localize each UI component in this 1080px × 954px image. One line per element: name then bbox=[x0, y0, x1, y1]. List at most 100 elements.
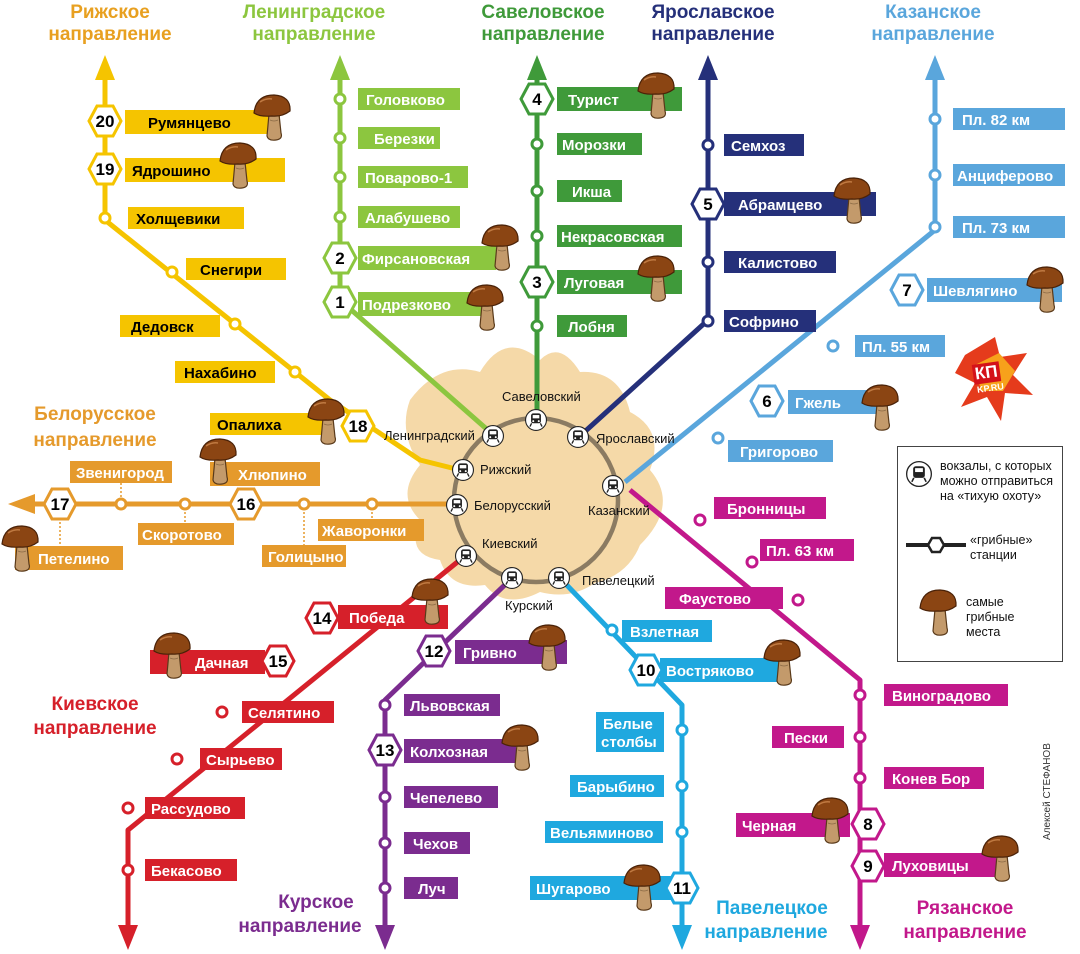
station-zvenigorod[interactable]: Звенигород bbox=[76, 465, 164, 482]
terminal-kursky-icon[interactable] bbox=[501, 567, 523, 589]
station-bekasovo[interactable]: Бекасово bbox=[151, 863, 222, 880]
station-velyaminovo[interactable]: Вельяминово bbox=[550, 825, 653, 842]
hex-9[interactable] bbox=[850, 849, 886, 883]
station-antsiferovo[interactable]: Анциферово bbox=[957, 168, 1053, 185]
station-stolby[interactable]: столбы bbox=[601, 734, 657, 751]
stations-paveletskoe: Взлетная Востряково Белые столбы Барыбин… bbox=[530, 620, 784, 900]
station-pl-73[interactable]: Пл. 73 км bbox=[962, 220, 1030, 237]
station-syrevo[interactable]: Сырьево bbox=[206, 752, 275, 769]
hex-13[interactable] bbox=[367, 733, 403, 767]
terminal-kazansky-icon[interactable] bbox=[602, 475, 624, 497]
hex-7[interactable] bbox=[889, 273, 925, 307]
station-golitsyno[interactable]: Голицыно bbox=[268, 549, 344, 566]
terminal-paveletsky-icon[interactable] bbox=[548, 567, 570, 589]
station-iksha[interactable]: Икша bbox=[572, 184, 612, 201]
hex-2[interactable] bbox=[322, 241, 358, 275]
station-barybino[interactable]: Барыбино bbox=[577, 779, 655, 796]
arrow-paveletskoe-icon bbox=[672, 925, 692, 950]
station-povarovo[interactable]: Поварово-1 bbox=[365, 170, 452, 187]
station-konev-bor[interactable]: Конев Бор bbox=[892, 771, 970, 788]
terminal-kievsky-icon[interactable] bbox=[455, 545, 477, 567]
station-vostryakovo[interactable]: Востряково bbox=[666, 663, 754, 680]
station-vzletnaya[interactable]: Взлетная bbox=[630, 624, 699, 641]
station-grivno[interactable]: Гривно bbox=[463, 645, 517, 662]
number-20: 20 bbox=[96, 112, 115, 131]
hex-18[interactable] bbox=[340, 409, 376, 443]
station-chekhov[interactable]: Чехов bbox=[413, 836, 458, 853]
station-zhavoronki[interactable]: Жаворонки bbox=[321, 523, 406, 540]
station-rumyantsevo[interactable]: Румянцево bbox=[148, 115, 231, 132]
station-pl-82[interactable]: Пл. 82 км bbox=[962, 112, 1030, 129]
station-shevlyagino[interactable]: Шевлягино bbox=[933, 283, 1017, 300]
station-petelino[interactable]: Петелино bbox=[38, 551, 110, 568]
hex-14[interactable] bbox=[304, 601, 340, 635]
station-peski[interactable]: Пески bbox=[784, 730, 828, 747]
station-faustovo[interactable]: Фаустово bbox=[679, 591, 751, 608]
station-grigorovo[interactable]: Григорово bbox=[740, 444, 818, 461]
hex-11[interactable] bbox=[664, 871, 700, 905]
hex-12[interactable] bbox=[416, 634, 452, 668]
hex-17[interactable] bbox=[42, 487, 78, 521]
hex-20[interactable] bbox=[87, 104, 123, 138]
station-khlyupino[interactable]: Хлюпино bbox=[238, 467, 307, 484]
terminal-leningradsky-icon[interactable] bbox=[482, 425, 504, 447]
arrow-yaroslavskoe-icon bbox=[698, 55, 718, 80]
station-lobnya[interactable]: Лобня bbox=[568, 319, 615, 336]
hex-19[interactable] bbox=[87, 152, 123, 186]
station-semkhoz[interactable]: Семхоз bbox=[731, 138, 785, 155]
station-nakhabino[interactable]: Нахабино bbox=[184, 365, 257, 382]
station-nekrasovskaya[interactable]: Некрасовская bbox=[561, 229, 664, 246]
station-luch[interactable]: Луч bbox=[418, 881, 446, 898]
station-turist[interactable]: Турист bbox=[568, 92, 619, 109]
station-gzhel[interactable]: Гжель bbox=[795, 395, 841, 412]
station-kholshcheviki[interactable]: Холщевики bbox=[136, 211, 220, 228]
hex-10[interactable] bbox=[628, 653, 664, 687]
station-pl-63[interactable]: Пл. 63 км bbox=[766, 543, 834, 560]
hex-4[interactable] bbox=[519, 82, 555, 116]
station-lvovskaya[interactable]: Львовская bbox=[410, 698, 490, 715]
station-bronnitsy[interactable]: Бронницы bbox=[727, 501, 805, 518]
station-belye[interactable]: Белые bbox=[603, 716, 653, 733]
stations-kievskoe: Победа Дачная Селятино Сырьево Рассудово… bbox=[121, 605, 448, 881]
station-sofrino[interactable]: Софрино bbox=[729, 314, 799, 331]
station-kolkhoznaya[interactable]: Колхозная bbox=[410, 744, 488, 761]
station-dachnaya[interactable]: Дачная bbox=[195, 655, 249, 672]
arrow-kievskoe-icon bbox=[118, 925, 138, 950]
hex-5[interactable] bbox=[690, 187, 726, 221]
arrow-kazanskoe-icon bbox=[925, 55, 945, 80]
title-kievskoe-2: направление bbox=[33, 718, 156, 739]
station-firsanovskaya[interactable]: Фирсановская bbox=[362, 251, 470, 268]
terminal-rizhsky-icon[interactable] bbox=[452, 459, 474, 481]
hex-8[interactable] bbox=[850, 807, 886, 841]
station-abramtsevo[interactable]: Абрамцево bbox=[738, 197, 822, 214]
hex-16[interactable] bbox=[228, 487, 264, 521]
terminal-belorussky-icon[interactable] bbox=[446, 494, 468, 516]
station-lukhovitsy[interactable]: Луховицы bbox=[892, 858, 969, 875]
station-opalikha[interactable]: Опалиха bbox=[217, 417, 282, 434]
station-chepelevo[interactable]: Чепелево bbox=[410, 790, 482, 807]
station-golovkovo[interactable]: Головково bbox=[366, 92, 445, 109]
station-skorotovo[interactable]: Скоротово bbox=[142, 527, 222, 544]
hex-15[interactable] bbox=[260, 644, 296, 678]
station-dedovsk[interactable]: Дедовск bbox=[131, 319, 194, 336]
station-vinogradovo[interactable]: Виноградово bbox=[892, 688, 991, 705]
hex-3[interactable] bbox=[519, 265, 555, 299]
station-morozki[interactable]: Морозки bbox=[562, 137, 626, 154]
station-podrezkovo[interactable]: Подрезково bbox=[362, 297, 451, 314]
station-lugovaya[interactable]: Луговая bbox=[564, 275, 624, 292]
station-kalistovo[interactable]: Калистово bbox=[738, 255, 817, 272]
station-pl-55[interactable]: Пл. 55 км bbox=[862, 339, 930, 356]
station-pobeda[interactable]: Победа bbox=[349, 610, 405, 627]
station-chernaya[interactable]: Черная bbox=[742, 818, 796, 835]
hex-6[interactable] bbox=[749, 384, 785, 418]
station-alabushevo[interactable]: Алабушево bbox=[365, 210, 450, 227]
station-yadroshino[interactable]: Ядрошино bbox=[132, 163, 211, 180]
terminal-yaroslavsky-icon[interactable] bbox=[567, 426, 589, 448]
terminal-savelovsky-icon[interactable] bbox=[525, 409, 547, 431]
station-shugarovo[interactable]: Шугарово bbox=[536, 881, 611, 898]
station-snegiri[interactable]: Снегири bbox=[200, 262, 262, 279]
station-selyatino[interactable]: Селятино bbox=[248, 705, 320, 722]
hex-1[interactable] bbox=[322, 285, 358, 319]
station-berezki[interactable]: Березки bbox=[374, 131, 435, 148]
station-rassudovo[interactable]: Рассудово bbox=[151, 801, 231, 818]
